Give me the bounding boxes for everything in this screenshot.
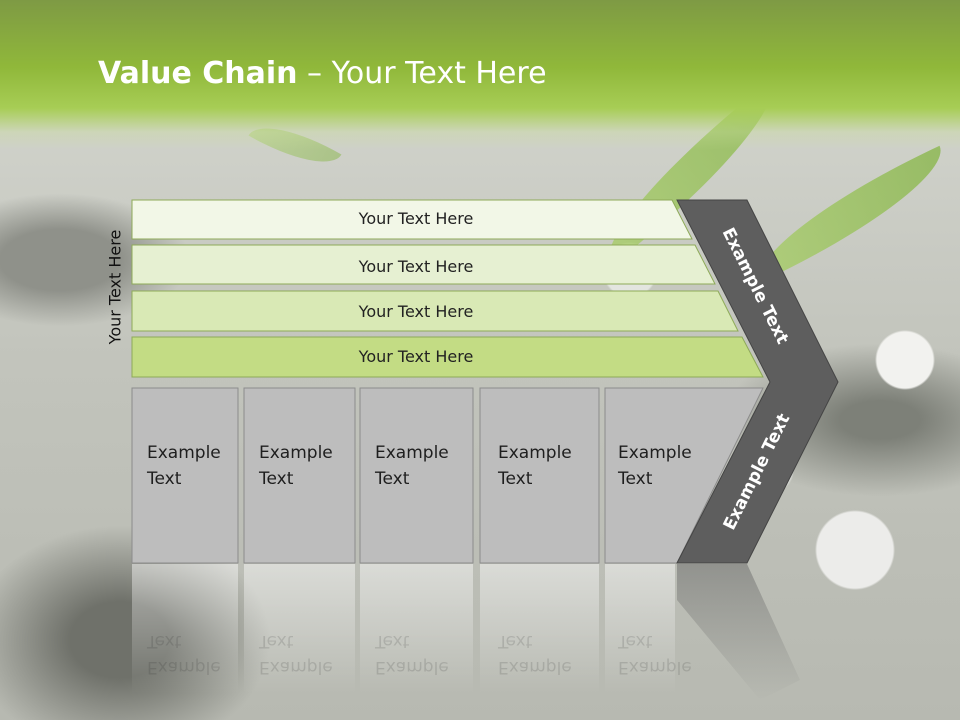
row-bar-3: [131, 290, 739, 332]
reflection-line2: Text: [147, 631, 182, 651]
block-label-line1: Example: [498, 443, 572, 463]
block-reflection-text: Example Text: [375, 628, 449, 680]
block-label-line2: Text: [498, 469, 533, 489]
block-reflection-text: Example Text: [498, 628, 572, 680]
block-label-line2: Text: [618, 469, 653, 489]
title-bold: Value Chain: [98, 56, 298, 91]
block-label-line2: Text: [375, 469, 410, 489]
block-reflection: [132, 564, 238, 694]
block-3: [359, 387, 474, 564]
reflection-line1: Example: [498, 657, 572, 677]
block-reflection: [360, 564, 473, 694]
row-label-2: Your Text Here: [358, 257, 474, 276]
block-label-line1: Example: [375, 443, 449, 463]
block-label-line1: Example: [147, 443, 221, 463]
header-bar: [0, 0, 960, 150]
reflection-group: [132, 564, 800, 700]
reflection-line1: Example: [375, 657, 449, 677]
block-4: [479, 387, 600, 564]
row-bar-2: [131, 244, 716, 285]
slide-title: Value Chain – Your Text Here: [98, 56, 547, 92]
row-label-4: Your Text Here: [358, 347, 474, 366]
block-reflection-text: Example Text: [147, 628, 221, 680]
block-label-line1: Example: [618, 443, 692, 463]
block-reflection: [605, 564, 675, 694]
block-label-line1: Example: [259, 443, 333, 463]
title-rest: – Your Text Here: [297, 56, 547, 91]
chevron-arrow: [676, 199, 839, 564]
block-label-line2: Text: [147, 469, 182, 489]
row-label-1: Your Text Here: [358, 209, 474, 228]
reflection-line2: Text: [259, 631, 294, 651]
reflection-line2: Text: [498, 631, 533, 651]
block-reflection: [244, 564, 355, 694]
reflection-line2: Text: [618, 631, 653, 651]
reflection-line1: Example: [259, 657, 333, 677]
row-label-3: Your Text Here: [358, 302, 474, 321]
row-bar-4: [131, 336, 764, 378]
block-label-line2: Text: [259, 469, 294, 489]
block-reflection-text: Example Text: [259, 628, 333, 680]
block-reflection-text: Example Text: [618, 628, 692, 680]
block-2: [243, 387, 356, 564]
reflection-line2: Text: [375, 631, 410, 651]
block-reflection: [480, 564, 599, 694]
chevron-reflection: [677, 564, 800, 700]
row-bar-1: [131, 199, 693, 240]
reflection-line1: Example: [618, 657, 692, 677]
reflection-line1: Example: [147, 657, 221, 677]
block-1: [131, 387, 239, 564]
